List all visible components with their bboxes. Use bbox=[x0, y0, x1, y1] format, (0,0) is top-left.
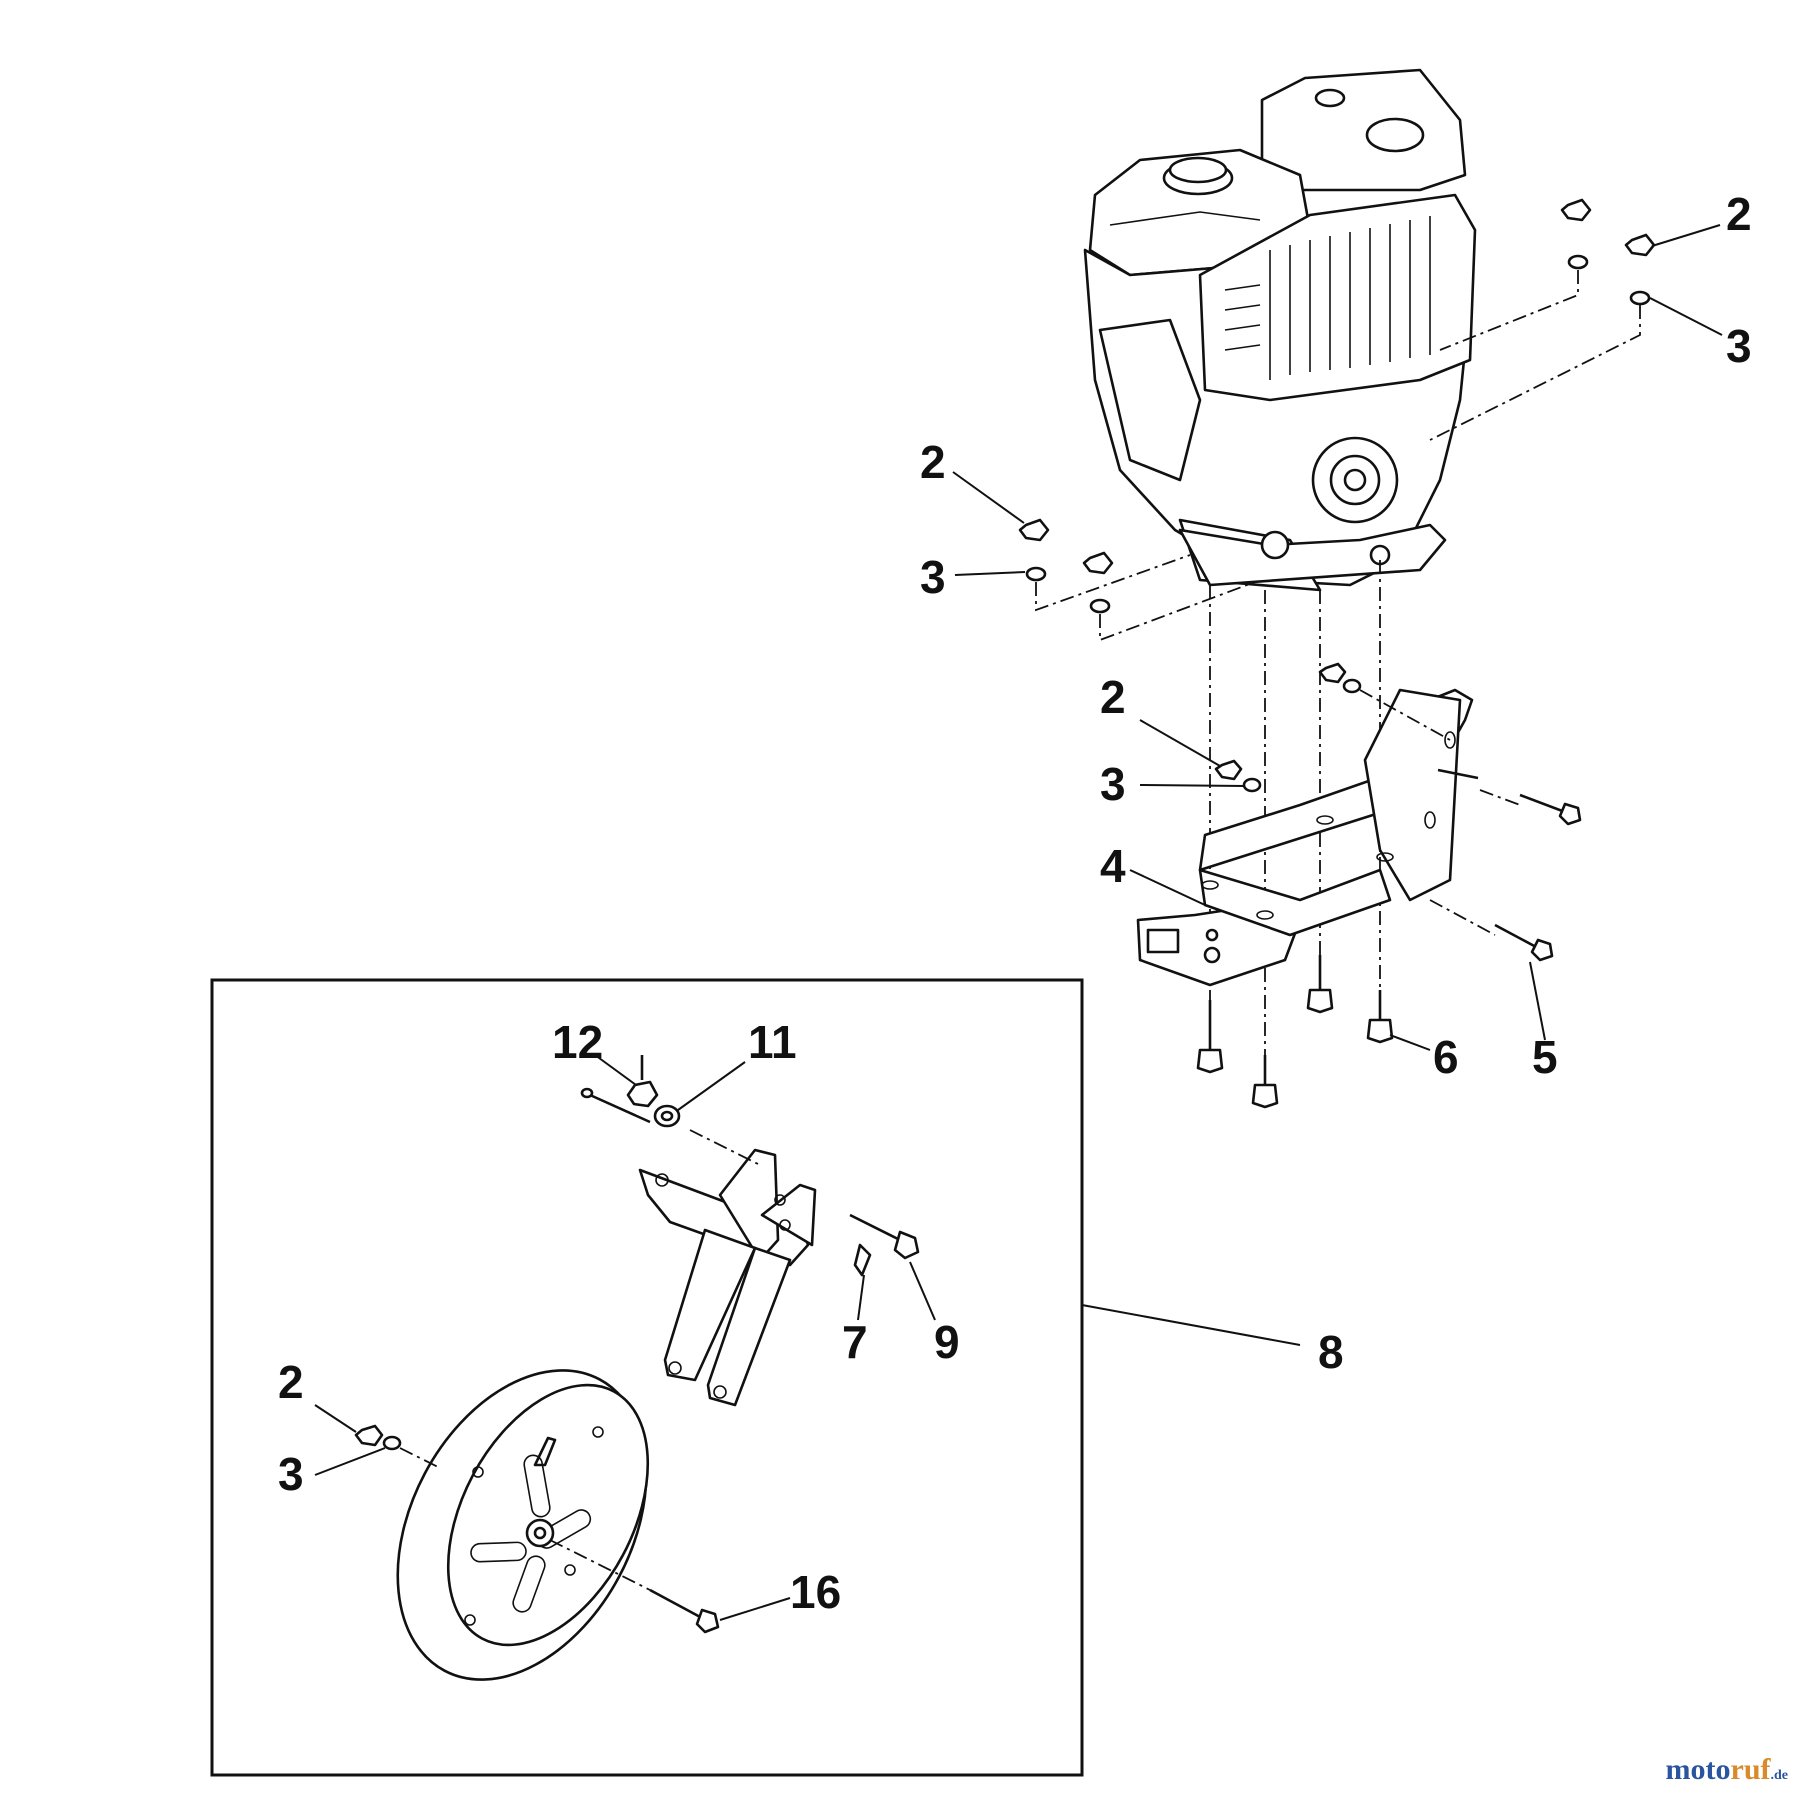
engine-nut-washer-set-left bbox=[952, 471, 1256, 642]
bracket-bolts-side bbox=[1429, 789, 1582, 1041]
wheel bbox=[396, 1369, 650, 1681]
mounting-bracket bbox=[1136, 688, 1479, 987]
bracket-bolts-bottom bbox=[1196, 955, 1431, 1109]
wheel-bracket bbox=[638, 1129, 817, 1407]
callout-2-wheel: 2 bbox=[278, 1356, 304, 1408]
wheel-fasteners bbox=[314, 1404, 791, 1634]
callout-3-top-right: 3 bbox=[1726, 320, 1752, 372]
wheel-kit-inset-box bbox=[210, 978, 1084, 1777]
callout-3-wheel: 3 bbox=[278, 1448, 304, 1500]
callout-4-bracket: 4 bbox=[1100, 840, 1126, 892]
callout-11-washer: 11 bbox=[748, 1016, 797, 1068]
axle-pin-and-washer bbox=[580, 1054, 746, 1128]
callout-3-engine-left: 3 bbox=[920, 551, 946, 603]
watermark-brand-a: moto bbox=[1665, 1753, 1731, 1786]
watermark-brand-b: ruf bbox=[1730, 1753, 1771, 1786]
callout-16-wheel-bolt: 16 bbox=[790, 1566, 841, 1618]
callout-7-clip: 7 bbox=[842, 1316, 868, 1368]
callout-5-side-bolt: 5 bbox=[1532, 1031, 1558, 1083]
callout-2-top-right: 2 bbox=[1726, 188, 1752, 240]
watermark-suffix: .de bbox=[1770, 1768, 1789, 1783]
callout-2-engine-left: 2 bbox=[920, 436, 946, 488]
wheel-bracket-pin-and-clip bbox=[849, 1213, 936, 1321]
engine-nut-washer-set-right bbox=[1429, 198, 1723, 441]
callout-6-bottom-bolt: 6 bbox=[1433, 1031, 1459, 1083]
callout-3-bracket: 3 bbox=[1100, 758, 1126, 810]
callout-2-bracket: 2 bbox=[1100, 671, 1126, 723]
watermark-logo: motoruf.de bbox=[1666, 1753, 1788, 1787]
callout-12-pin: 12 bbox=[552, 1016, 603, 1068]
callout-line-8 bbox=[1081, 1304, 1301, 1346]
callout-9-pin: 9 bbox=[934, 1316, 960, 1368]
engine bbox=[1083, 68, 1477, 592]
callout-8-wheel-kit: 8 bbox=[1318, 1326, 1344, 1378]
bracket-nut-washer-set bbox=[1139, 662, 1451, 793]
